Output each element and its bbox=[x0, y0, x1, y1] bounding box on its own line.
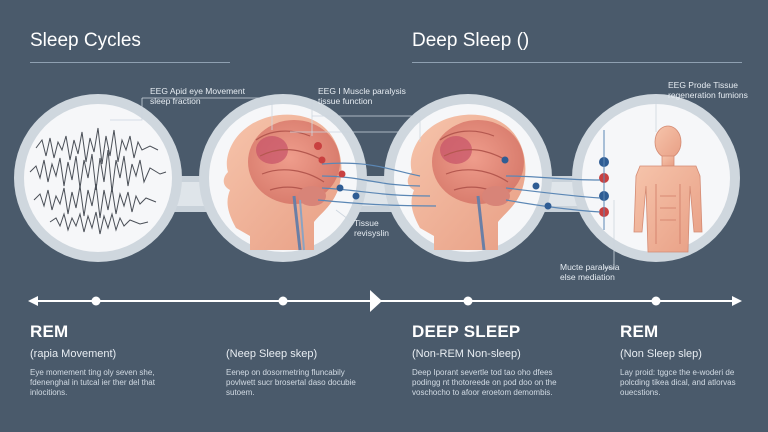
timeline-arrow-mid bbox=[370, 290, 382, 312]
nerve-dots bbox=[599, 130, 609, 230]
circle-eeg bbox=[14, 94, 182, 262]
head-1 bbox=[223, 114, 342, 251]
eeg-wave-4 bbox=[49, 211, 149, 235]
eeg-wave-3 bbox=[33, 183, 157, 219]
timeline-node-1 bbox=[91, 296, 101, 306]
leader-lines bbox=[110, 94, 657, 269]
stage-1-subtitle: (rapia Movement) bbox=[30, 348, 117, 360]
stage-3-description: Deep Iporant severtle tod tao oho dfees … bbox=[412, 368, 557, 397]
annotation-tissue: Tissue revisyslin bbox=[354, 218, 389, 238]
stage-3-label: DEEP SLEEP bbox=[412, 322, 521, 341]
head-2 bbox=[407, 114, 526, 251]
circle-head-1 bbox=[199, 94, 367, 262]
annotation-eeg-muscle: EEG I Muscle paralysis tissue function bbox=[318, 86, 406, 106]
eeg-wave-group bbox=[29, 127, 167, 235]
stage-4-subtitle: (Non Sleep slep) bbox=[620, 348, 702, 360]
annotation-muscle: Mucte paralysia else mediation bbox=[560, 262, 620, 282]
title-deep-sleep: Deep Sleep () bbox=[412, 30, 530, 51]
human-body bbox=[633, 125, 703, 253]
eeg-wave-2 bbox=[29, 149, 167, 193]
stage-4-description: Lay proid: tggce the e-woderi de polcdin… bbox=[620, 368, 736, 397]
title-sleep-cycles: Sleep Cycles bbox=[30, 30, 141, 51]
circle-head-2 bbox=[384, 94, 552, 262]
title-underline-right bbox=[412, 62, 742, 63]
stage-3-subtitle: (Non-REM Non-sleep) bbox=[412, 348, 521, 360]
circle-body bbox=[572, 94, 740, 262]
flow-dots bbox=[314, 142, 552, 210]
eeg-wave-1 bbox=[35, 127, 159, 165]
stage-4-label: REM bbox=[620, 322, 659, 341]
stage-2-subtitle: (Neep Sleep skep) bbox=[226, 348, 318, 360]
timeline-node-3 bbox=[463, 296, 473, 306]
annotation-eeg-rem: EEG Apid eye Movement sleep fraction bbox=[150, 86, 245, 106]
timeline-arrow-right bbox=[732, 296, 742, 306]
timeline-arrow-left bbox=[28, 296, 38, 306]
timeline-node-4 bbox=[651, 296, 661, 306]
flow-lines bbox=[317, 162, 601, 213]
title-underline-left bbox=[30, 62, 230, 63]
stage-2-description: Eenep on dosormetring fluncabily povlwet… bbox=[226, 368, 356, 397]
timeline-node-2 bbox=[278, 296, 288, 306]
annotation-eeg-tissue: EEG Prode Tissue regeneration fumions bbox=[668, 80, 748, 100]
stage-1-label: REM bbox=[30, 322, 69, 341]
timeline bbox=[28, 290, 742, 312]
stage-1-description: Eye momement ting oly seven she, fdeneng… bbox=[30, 368, 155, 397]
